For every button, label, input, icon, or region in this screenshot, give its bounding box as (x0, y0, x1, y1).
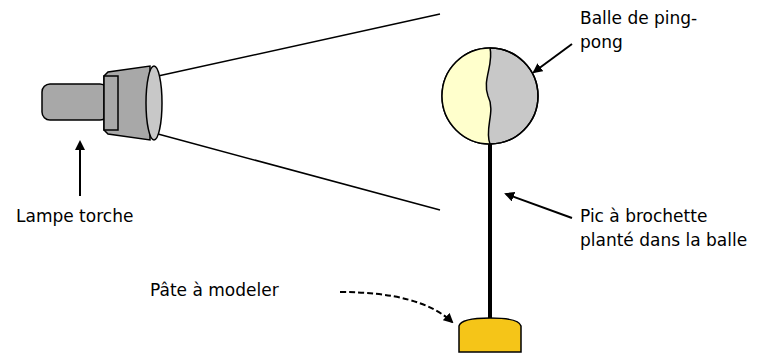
leader-arrow (79, 142, 81, 196)
ping-pong-ball (442, 48, 538, 144)
skewer (488, 144, 492, 322)
part-label: Pâte à modeler (150, 278, 330, 302)
flashlight (42, 66, 162, 140)
leader-arrow (534, 44, 572, 72)
leader-arrow (506, 194, 572, 218)
modeling-clay (459, 318, 521, 352)
light-beam (158, 14, 440, 76)
part-label: Pic à brochette planté dans la balle (580, 204, 756, 252)
part-label: Balle de ping-pong (580, 6, 700, 54)
light-beam (158, 134, 440, 210)
part-label: Lampe torche (16, 204, 216, 228)
leader-arrow (340, 292, 452, 322)
